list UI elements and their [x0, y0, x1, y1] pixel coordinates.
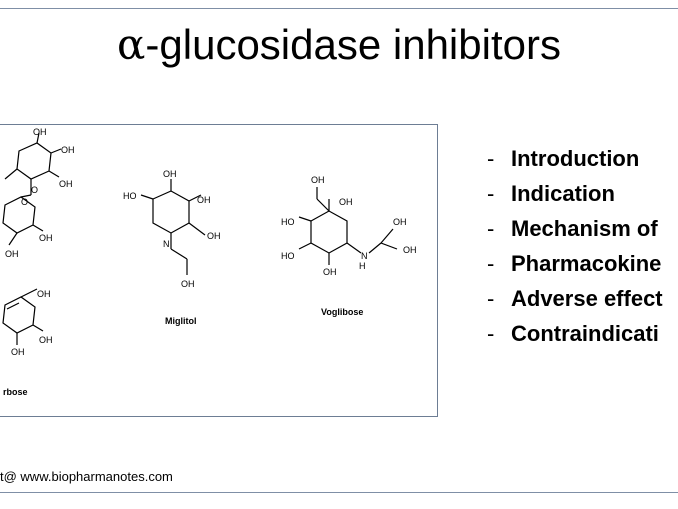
svg-text:N: N [163, 239, 170, 249]
topic-label: Adverse effect [511, 286, 663, 311]
topic-label: Pharmacokine [511, 251, 662, 276]
svg-text:HO: HO [281, 251, 295, 261]
structures-figure: OH OH OH O O OH OH OH OH OH OH OH HO N O… [0, 124, 438, 417]
bullet-dash: - [487, 146, 495, 171]
svg-text:N: N [361, 251, 368, 261]
svg-text:HO: HO [281, 217, 295, 227]
svg-text:OH: OH [197, 195, 211, 205]
svg-text:O: O [31, 185, 38, 195]
svg-text:OH: OH [207, 231, 221, 241]
miglitol-label: Miglitol [165, 316, 197, 326]
svg-text:O: O [21, 197, 28, 207]
svg-text:OH: OH [5, 249, 19, 259]
alpha-symbol: α [117, 20, 146, 69]
svg-text:OH: OH [339, 197, 353, 207]
topic-list: -Introduction -Indication -Mechanism of … [487, 144, 663, 354]
svg-text:OH: OH [311, 175, 325, 185]
bullet-dash: - [487, 321, 495, 346]
svg-text:OH: OH [393, 217, 407, 227]
svg-text:OH: OH [323, 267, 337, 277]
bullet-dash: - [487, 216, 495, 241]
acarbose-label: rbose [3, 387, 28, 397]
slide-title: α-glucosidase inhibitors [0, 20, 678, 69]
topic-label: Contraindicati [511, 321, 659, 346]
svg-text:OH: OH [403, 245, 417, 255]
bullet-dash: - [487, 251, 495, 276]
topic-item: -Pharmacokine [487, 249, 663, 284]
voglibose-label: Voglibose [321, 307, 364, 317]
topic-label: Mechanism of [511, 216, 658, 241]
top-border [0, 8, 678, 9]
topic-label: Introduction [511, 146, 640, 171]
svg-text:OH: OH [37, 289, 51, 299]
chemical-structures: OH OH OH O O OH OH OH OH OH OH OH HO N O… [2, 127, 417, 357]
topic-label: Indication [511, 181, 615, 206]
topic-item: -Contraindicati [487, 319, 663, 354]
svg-text:HO: HO [123, 191, 137, 201]
title-text: -glucosidase inhibitors [145, 21, 561, 68]
bullet-dash: - [487, 181, 495, 206]
bottom-border [0, 492, 678, 493]
svg-text:OH: OH [181, 279, 195, 289]
footer-source: t@ www.biopharmanotes.com [0, 469, 173, 484]
svg-text:H: H [359, 261, 366, 271]
svg-text:OH: OH [33, 127, 47, 137]
topic-item: -Adverse effect [487, 284, 663, 319]
bullet-dash: - [487, 286, 495, 311]
svg-text:OH: OH [61, 145, 75, 155]
topic-item: -Indication [487, 179, 663, 214]
svg-text:OH: OH [11, 347, 25, 357]
svg-text:OH: OH [39, 335, 53, 345]
svg-text:OH: OH [59, 179, 73, 189]
svg-text:OH: OH [39, 233, 53, 243]
topic-item: -Mechanism of [487, 214, 663, 249]
topic-item: -Introduction [487, 144, 663, 179]
svg-text:OH: OH [163, 169, 177, 179]
